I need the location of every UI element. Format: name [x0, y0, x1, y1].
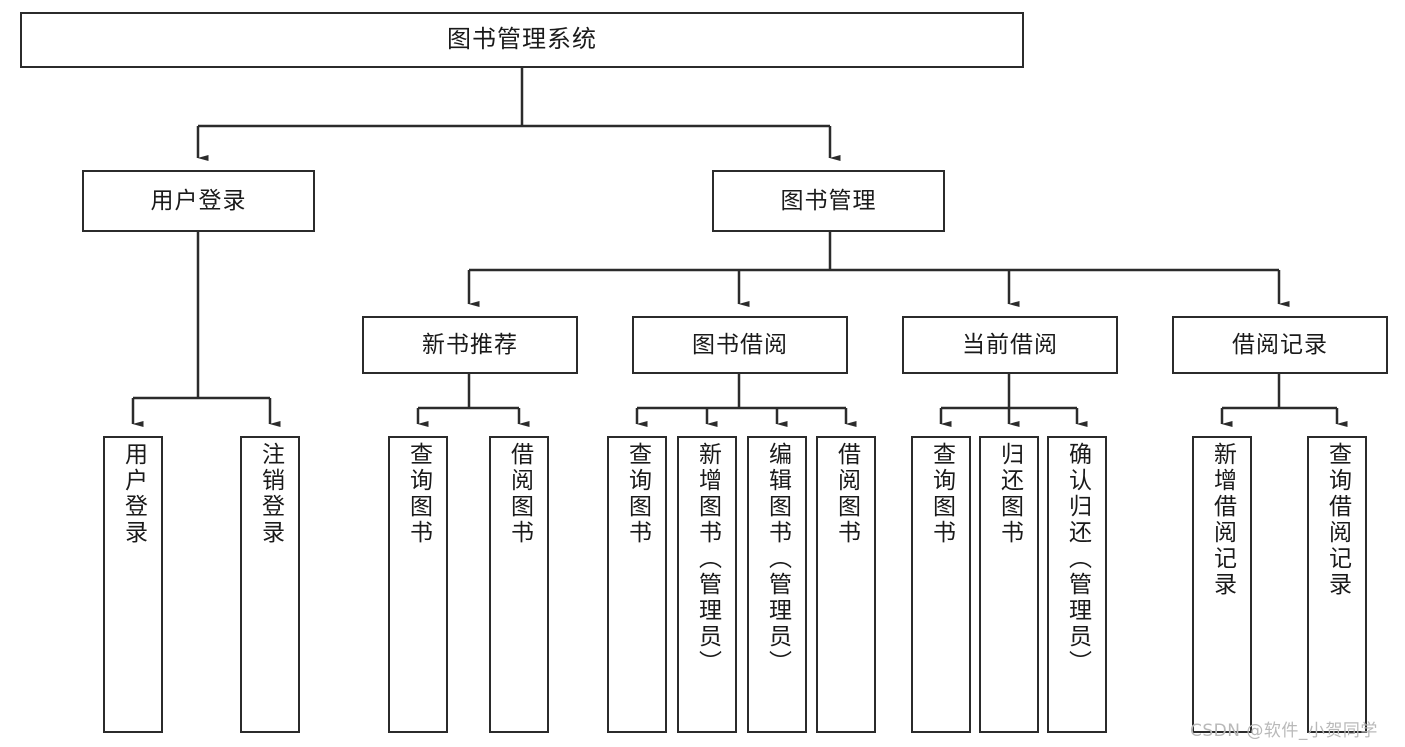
leaf-edit-book-admin[interactable]: 编辑图书（管理员） [747, 436, 807, 733]
node-label: 图书管理 [780, 187, 877, 214]
leaf-borrow-book[interactable]: 借阅图书 [816, 436, 876, 733]
leaf-query-borrow-record[interactable]: 查询借阅记录 [1307, 436, 1367, 733]
node-label: 用户登录 [150, 187, 247, 214]
leaf-query-book-current[interactable]: 查询图书 [911, 436, 971, 733]
node-label: 借阅图书 [506, 442, 533, 546]
node-label: 查询图书 [624, 442, 651, 546]
leaf-return-book[interactable]: 归还图书 [979, 436, 1039, 733]
node-label: 编辑图书（管理员） [764, 442, 791, 676]
node-label: 用户登录 [120, 442, 147, 546]
node-label: 借阅图书 [833, 442, 860, 546]
node-root-book-management-system[interactable]: 图书管理系统 [20, 12, 1024, 68]
node-user-login[interactable]: 用户登录 [82, 170, 315, 232]
leaf-add-borrow-record[interactable]: 新增借阅记录 [1192, 436, 1252, 733]
node-label: 查询图书 [405, 442, 432, 546]
leaf-confirm-return-admin[interactable]: 确认归还（管理员） [1047, 436, 1107, 733]
node-label: 查询借阅记录 [1324, 442, 1351, 598]
node-label: 借阅记录 [1232, 331, 1328, 358]
node-label: 新增图书（管理员） [694, 442, 721, 676]
watermark: CSDN @软件_小贺同学 [1190, 721, 1378, 741]
node-label: 确认归还（管理员） [1064, 442, 1091, 676]
node-label: 新书推荐 [422, 331, 518, 358]
node-new-book-recommend[interactable]: 新书推荐 [362, 316, 578, 374]
node-label: 注销登录 [257, 442, 284, 546]
node-label: 归还图书 [996, 442, 1023, 546]
leaf-logout[interactable]: 注销登录 [240, 436, 300, 733]
node-label: 图书管理系统 [447, 25, 597, 54]
node-label: 查询图书 [928, 442, 955, 546]
leaf-query-book-recommend[interactable]: 查询图书 [388, 436, 448, 733]
leaf-borrow-book-recommend[interactable]: 借阅图书 [489, 436, 549, 733]
leaf-add-book-admin[interactable]: 新增图书（管理员） [677, 436, 737, 733]
node-borrow-record[interactable]: 借阅记录 [1172, 316, 1388, 374]
leaf-query-book-borrow[interactable]: 查询图书 [607, 436, 667, 733]
node-label: 新增借阅记录 [1209, 442, 1236, 598]
node-current-borrow[interactable]: 当前借阅 [902, 316, 1118, 374]
leaf-user-login[interactable]: 用户登录 [103, 436, 163, 733]
node-book-management[interactable]: 图书管理 [712, 170, 945, 232]
node-label: 图书借阅 [692, 331, 788, 358]
node-label: 当前借阅 [962, 331, 1058, 358]
node-book-borrow[interactable]: 图书借阅 [632, 316, 848, 374]
